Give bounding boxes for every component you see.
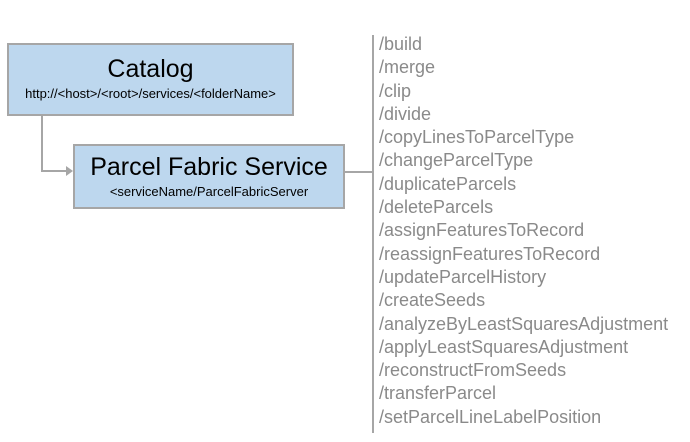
- endpoint-item: /divide: [379, 103, 432, 124]
- catalog-node: Catalog http://<host>/<root>/services/<f…: [7, 43, 294, 116]
- endpoint-item: /deleteParcels: [379, 197, 494, 218]
- endpoints-divider-line: [372, 35, 374, 433]
- endpoint-item: /analyzeByLeastSquaresAdjustment: [379, 313, 669, 334]
- endpoint-item: /reassignFeaturesToRecord: [379, 243, 601, 264]
- endpoint-item: /duplicateParcels: [379, 173, 517, 194]
- connector-arrowhead-icon: [66, 166, 73, 176]
- endpoint-item: /copyLinesToParcelType: [379, 127, 575, 148]
- endpoint-item: /merge: [379, 57, 436, 78]
- catalog-to-service-connector-horizontal: [41, 170, 66, 172]
- endpoint-item: /updateParcelHistory: [379, 266, 547, 287]
- endpoint-item: /clip: [379, 80, 412, 101]
- endpoints-list: /build /merge /clip /divide /copyLinesTo…: [379, 33, 668, 429]
- endpoint-item: /build: [379, 34, 423, 54]
- endpoint-item: /changeParcelType: [379, 150, 534, 171]
- catalog-to-service-connector-vertical: [41, 115, 43, 171]
- endpoint-item: /applyLeastSquaresAdjustment: [379, 336, 629, 357]
- catalog-node-title: Catalog: [107, 55, 194, 83]
- endpoint-item: /assignFeaturesToRecord: [379, 220, 585, 241]
- endpoint-item: /setParcelLineLabelPosition: [379, 406, 602, 427]
- parcel-fabric-service-node: Parcel Fabric Service <serviceName/Parce…: [73, 144, 345, 209]
- service-node-path: <serviceName/ParcelFabricServer: [109, 184, 309, 199]
- service-node-title: Parcel Fabric Service: [90, 153, 328, 181]
- endpoint-item: /transferParcel: [379, 383, 497, 404]
- service-to-endpoints-connector: [345, 171, 372, 173]
- endpoint-item: /reconstructFromSeeds: [379, 360, 567, 381]
- endpoint-item: /createSeeds: [379, 290, 486, 311]
- catalog-node-url: http://<host>/<root>/services/<folderNam…: [25, 86, 276, 101]
